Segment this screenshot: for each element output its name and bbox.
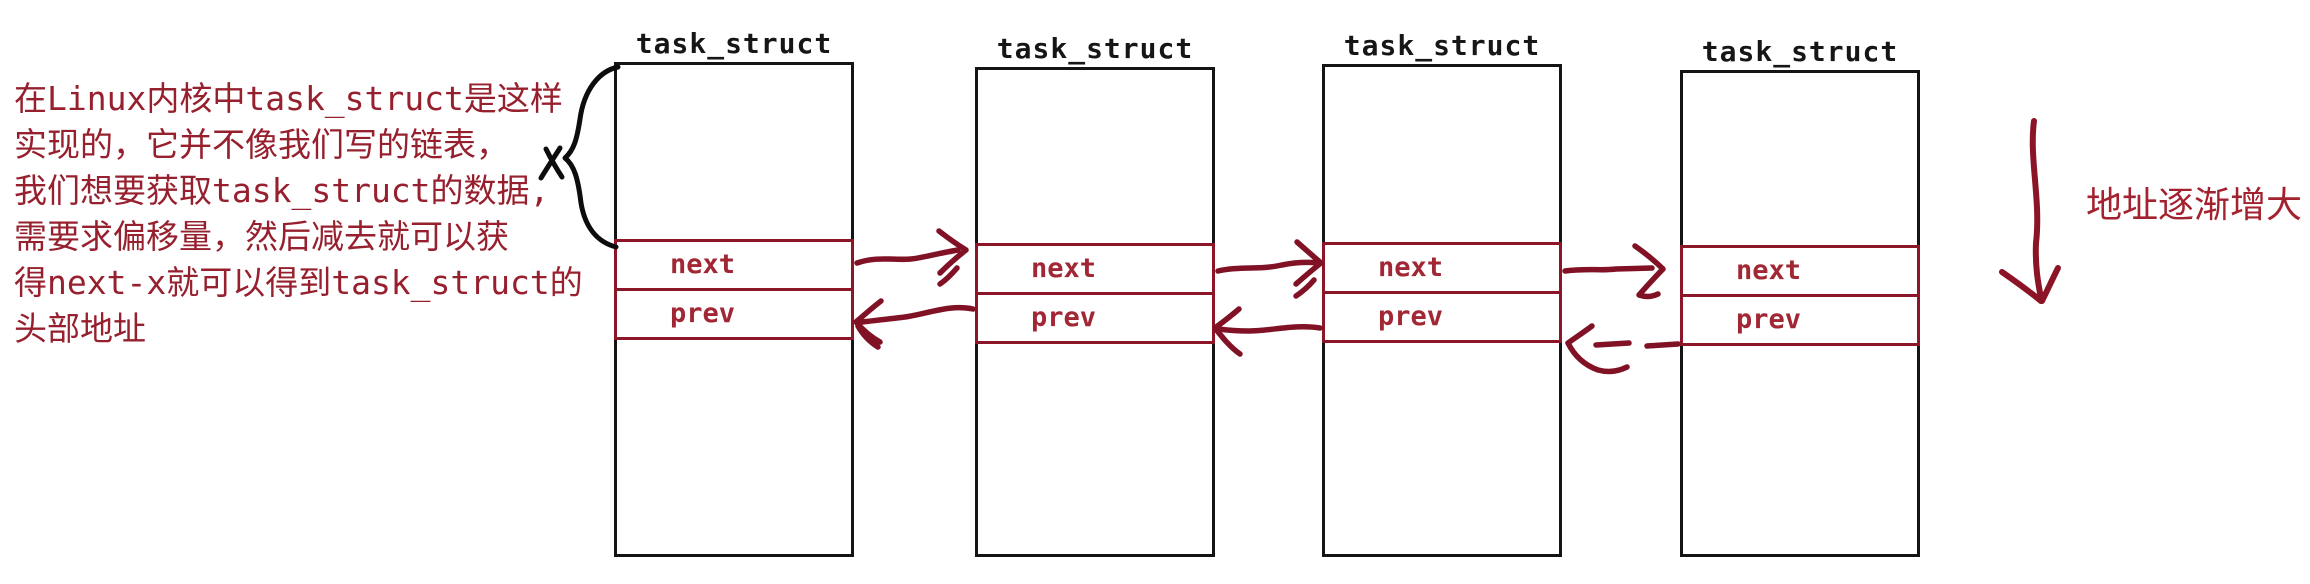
address-note: 地址逐渐增大: [2086, 185, 2303, 226]
pointer-fields: next prev: [1680, 245, 1920, 346]
annotation-line: 需要求偏移量，然后减去就可以获: [14, 217, 509, 256]
prev-arrow-4-3: [1565, 323, 1681, 375]
task-struct-node-1: task_struct next prev: [614, 27, 854, 557]
field-prev: prev: [670, 298, 736, 329]
field-prev: prev: [1031, 302, 1097, 333]
annotation-line: 在Linux内核中task_struct是这样: [14, 79, 563, 118]
next-arrow-1-2: [854, 228, 969, 287]
annotation-text: 在Linux内核中task_struct是这样 实现的，它并不像我们写的链表， …: [14, 76, 599, 352]
field-next: next: [617, 242, 851, 291]
field-prev: prev: [1736, 304, 1802, 335]
annotation-line: 实现的，它并不像我们写的链表，: [14, 125, 509, 164]
node-title: task_struct: [996, 32, 1194, 65]
pointer-fields: next prev: [614, 239, 854, 340]
node-title: task_struct: [635, 27, 833, 60]
address-direction-arrow: [1999, 118, 2061, 304]
pointer-fields: next prev: [975, 243, 1215, 344]
annotation-line: 我们想要获取task_struct的数据,: [14, 171, 550, 210]
prev-arrow-3-2: [1212, 306, 1323, 357]
field-prev: prev: [1378, 301, 1444, 332]
task-struct-node-3: task_struct next prev: [1322, 29, 1562, 557]
next-arrow-3-4: [1562, 243, 1666, 300]
prev-arrow-2-1: [853, 298, 976, 350]
node-title: task_struct: [1343, 29, 1541, 62]
field-next: next: [1325, 245, 1559, 294]
next-arrow-2-3: [1215, 239, 1324, 299]
task-struct-node-2: task_struct next prev: [975, 32, 1215, 557]
field-next: next: [978, 246, 1212, 295]
annotation-line: 头部地址: [14, 309, 146, 348]
pointer-fields: next prev: [1322, 242, 1562, 343]
task-struct-node-4: task_struct next prev: [1680, 35, 1920, 557]
node-title: task_struct: [1701, 35, 1899, 68]
annotation-line: 得next-x就可以得到task_struct的: [14, 263, 583, 302]
field-next: next: [1683, 248, 1917, 297]
